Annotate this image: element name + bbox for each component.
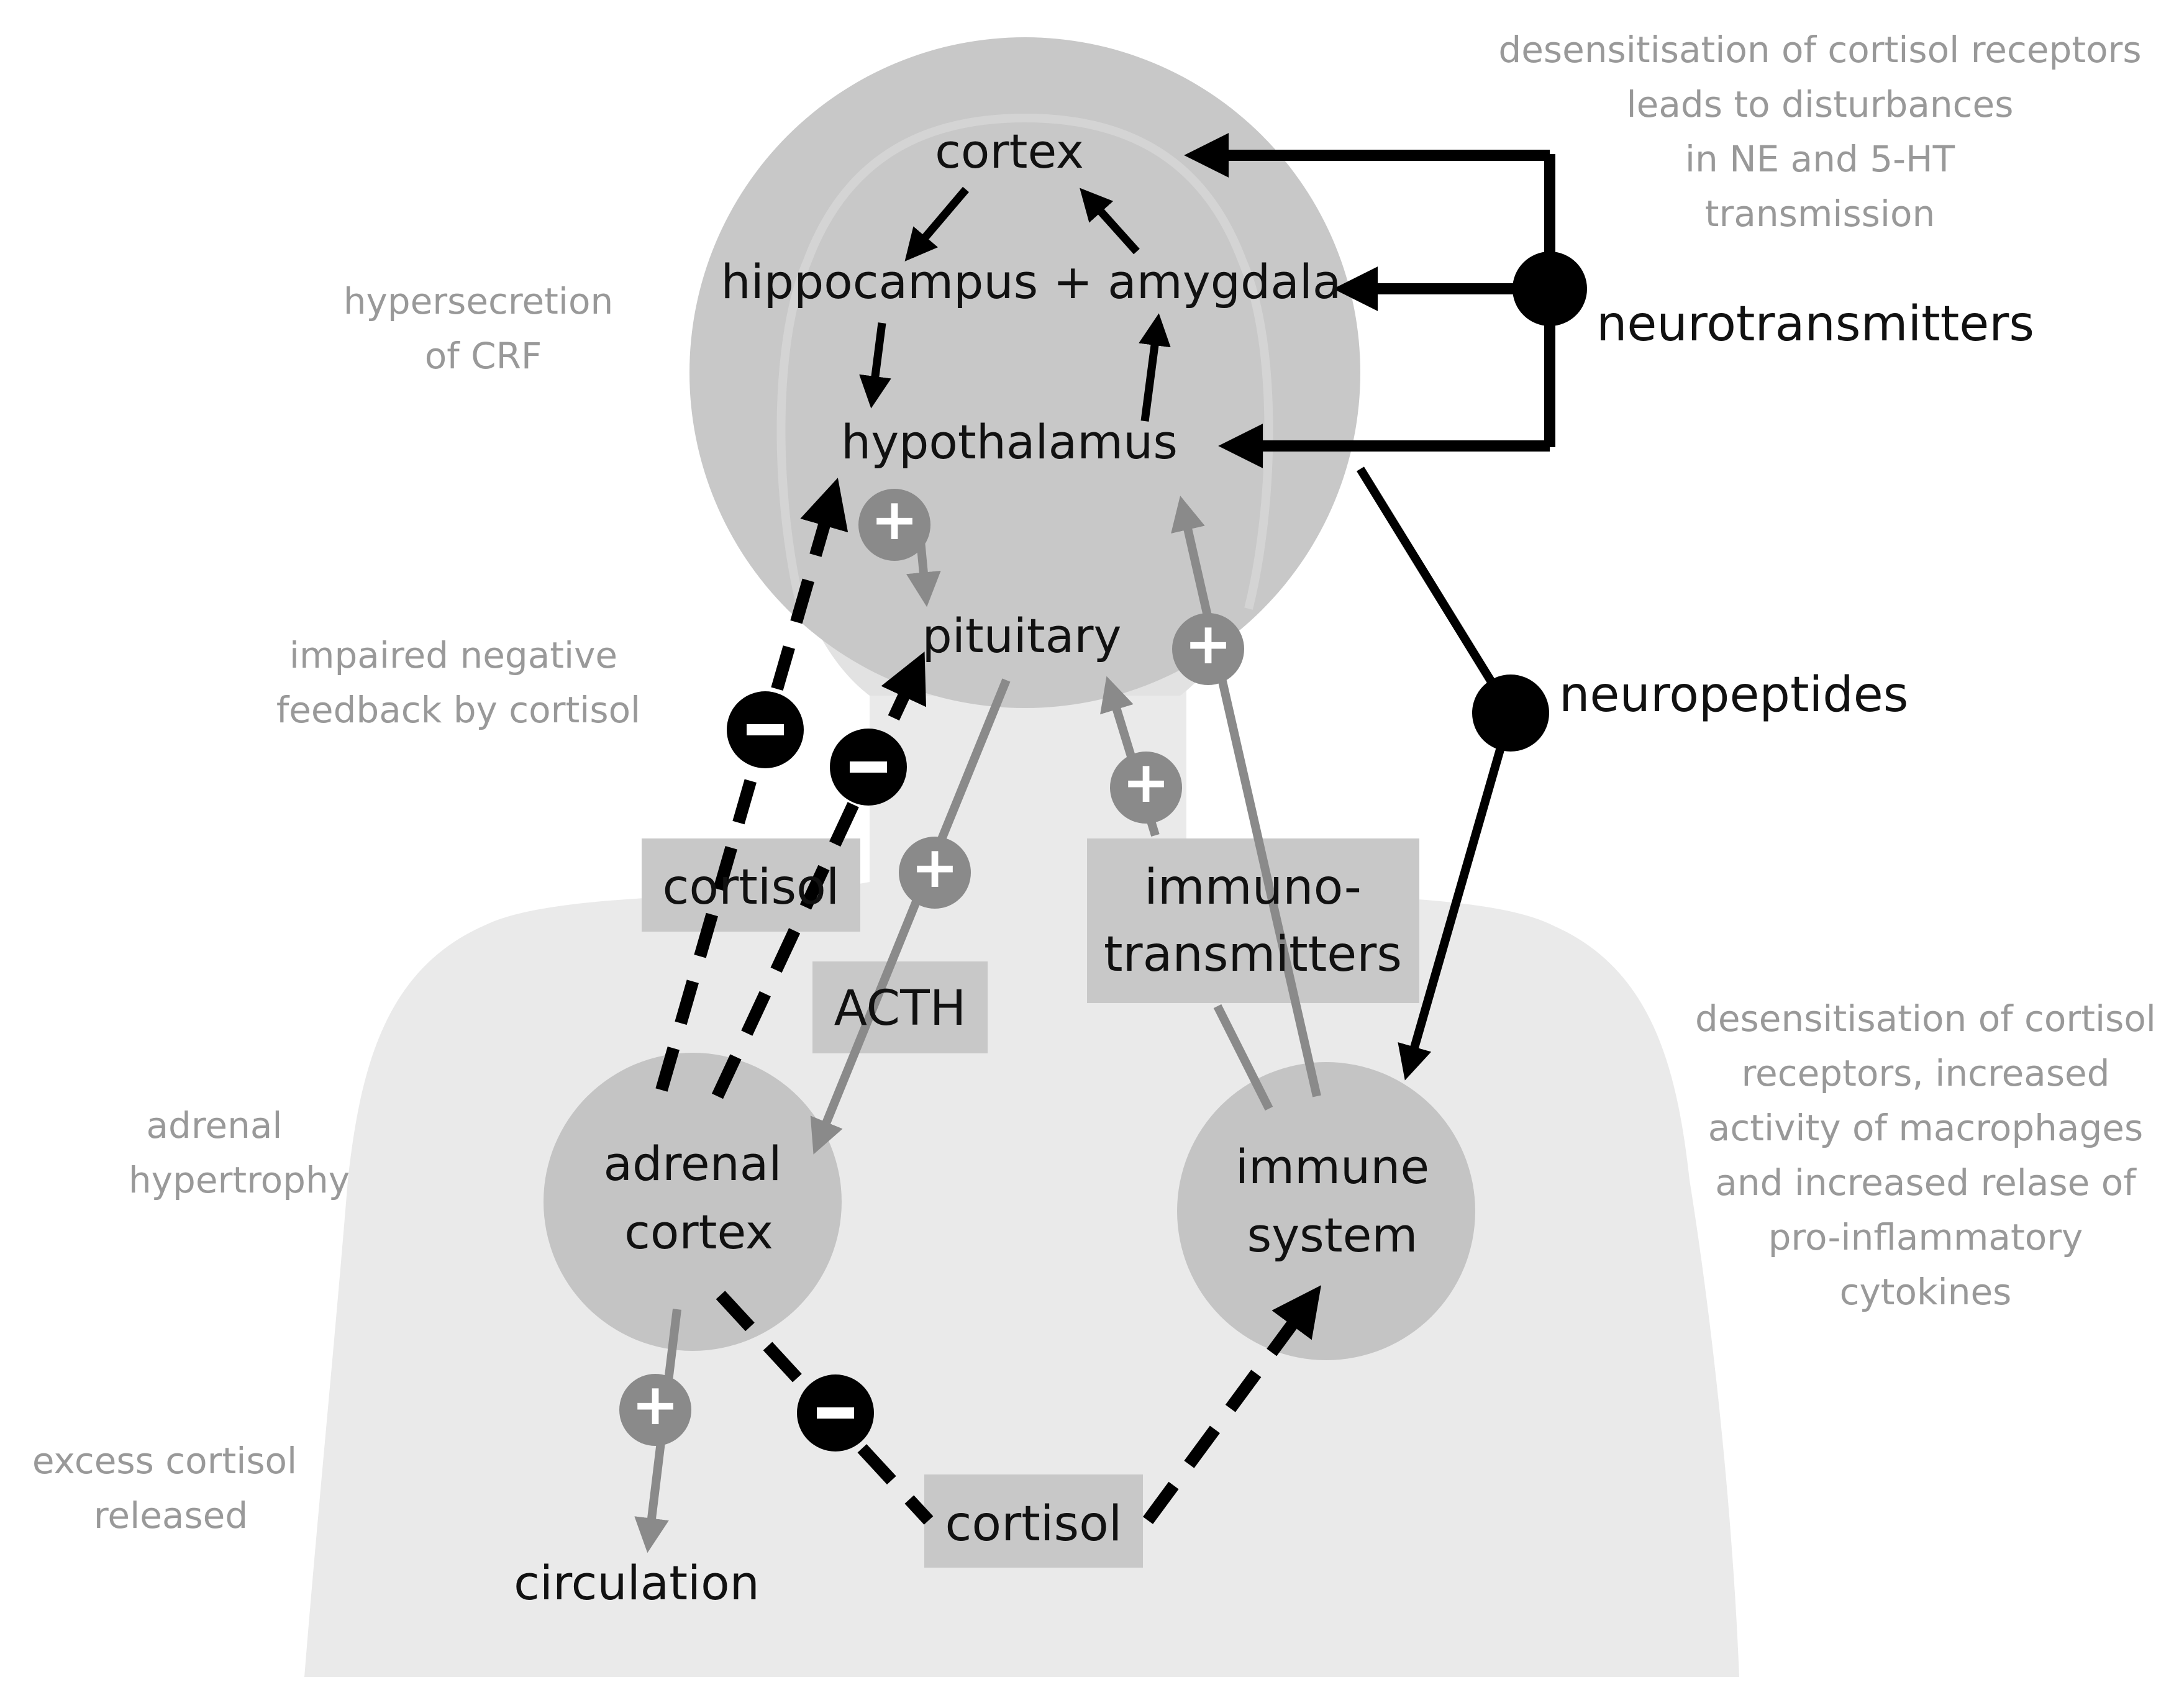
plus-signs: + + + + + (619, 486, 1244, 1446)
line-hypothalamus-to-neuropeptides (1357, 466, 1514, 715)
plus-sign-circulation: + (619, 1371, 691, 1446)
svg-text:feedback by cortisol: feedback by cortisol (276, 689, 640, 731)
arrow-cortisol-to-immune (1142, 1285, 1321, 1524)
cortex-label: cortex (935, 124, 1084, 179)
hippocampus-amygdala-label: hippocampus + amygdala (721, 254, 1342, 309)
arrow-neuropeptides-to-immune (1398, 712, 1515, 1081)
arrow-cortisol-to-hypothalamus (655, 478, 848, 1092)
immune-system-circle (1177, 1062, 1475, 1360)
plus-sign-acth: + (899, 834, 971, 909)
hypothalamus-label: hypothalamus (841, 414, 1178, 470)
arrow-pituitary-to-adrenal (810, 678, 1011, 1155)
note-hypersecretion: hypersecretion of CRF (343, 280, 614, 377)
note-top-right: desensitisation of cortisol receptors le… (1498, 29, 2141, 235)
note-impaired-feedback: impaired negative feedback by cortisol (276, 634, 640, 731)
neurotransmitter-node (1513, 252, 1587, 326)
svg-text:pro-inflammatory: pro-inflammatory (1768, 1216, 2083, 1258)
arrow-hippocampus-to-hypothalamus (859, 322, 891, 409)
svg-text:hypersecretion: hypersecretion (343, 280, 614, 322)
svg-text:hypertrophy: hypertrophy (129, 1159, 350, 1201)
minus-sign-immune (797, 1374, 874, 1451)
arrow-cortex-to-hippocampus (904, 186, 969, 261)
svg-text:+: + (631, 1371, 679, 1438)
svg-text:+: + (870, 486, 918, 553)
arrow-hypothalamus-to-amygdala (1139, 313, 1171, 422)
circulation-label: circulation (514, 1555, 760, 1610)
immune-system-label-line1: immune (1235, 1139, 1429, 1194)
plus-sign-immuno-pituitary: + (1110, 749, 1182, 824)
svg-text:impaired negative: impaired negative (289, 634, 617, 676)
svg-text:receptors, increased: receptors, increased (1741, 1052, 2109, 1094)
note-adrenal-hypertrophy: adrenal hypertrophy (129, 1104, 350, 1201)
arrow-amygdala-to-cortex (1080, 188, 1140, 255)
minus-sign-hypothalamus (727, 691, 804, 768)
svg-text:leads to disturbances: leads to disturbances (1627, 83, 2014, 125)
svg-text:desensitisation of cortisol re: desensitisation of cortisol receptors (1498, 29, 2141, 71)
adrenal-cortex-circle (544, 1053, 842, 1351)
pituitary-label: pituitary (922, 608, 1121, 663)
immunotransmitters-box (1087, 838, 1419, 1003)
neurotransmitters-label: neurotransmitters (1596, 296, 2034, 352)
note-bottom-right: desensitisation of cortisol receptors, i… (1695, 997, 2156, 1313)
cortisol-lower-label: cortisol (945, 1496, 1122, 1552)
svg-text:desensitisation of cortisol: desensitisation of cortisol (1695, 997, 2156, 1040)
neuropeptide-pathway (1357, 466, 1515, 1081)
svg-text:in NE and 5-HT: in NE and 5-HT (1685, 138, 1955, 180)
head-outline-inner (776, 113, 1273, 610)
svg-text:cytokines: cytokines (1840, 1271, 2012, 1313)
immunotransmitters-label-line1: immuno- (1144, 860, 1362, 915)
cortisol-lower-box (924, 1474, 1143, 1568)
svg-text:of CRF: of CRF (425, 335, 542, 377)
neuropeptide-node (1472, 675, 1549, 752)
note-excess-cortisol: excess cortisol released (32, 1440, 297, 1537)
grey-arrows (634, 496, 1321, 1553)
svg-text:transmission: transmission (1705, 193, 1936, 235)
minus-sign-pituitary (830, 729, 907, 806)
adrenal-cortex-label-line2: cortex (624, 1204, 773, 1260)
plus-sign-hypothalamus-pituitary: + (858, 486, 930, 561)
svg-text:+: + (1184, 611, 1232, 677)
plus-sign-immune-hypothalamus: + (1172, 611, 1244, 685)
minus-signs (727, 691, 907, 1451)
cortisol-upper-label: cortisol (663, 860, 840, 915)
arrow-immune-to-hypothalamus-a (1171, 496, 1321, 1097)
immune-system-label-line2: system (1247, 1207, 1418, 1263)
svg-text:adrenal: adrenal (146, 1104, 282, 1147)
line-immune-to-hypothalamus-b (1213, 1004, 1273, 1111)
svg-text:+: + (911, 834, 958, 901)
arrow-cortisol-to-pituitary (711, 651, 926, 1099)
acth-label: ACTH (834, 981, 967, 1037)
neuropeptides-label: neuropeptides (1559, 667, 1908, 723)
svg-text:activity of macrophages: activity of macrophages (1708, 1107, 2143, 1149)
svg-text:excess cortisol: excess cortisol (32, 1440, 297, 1482)
svg-text:released: released (94, 1494, 248, 1537)
immunotransmitters-label-line2: transmitters (1104, 927, 1402, 983)
brain-arrows (859, 186, 1171, 422)
acth-box (812, 961, 988, 1053)
adrenal-cortex-label-line1: adrenal (603, 1136, 781, 1191)
svg-text:+: + (1122, 749, 1170, 815)
svg-text:and increased relase of: and increased relase of (1715, 1161, 2137, 1204)
cortisol-upper-box (642, 838, 860, 932)
